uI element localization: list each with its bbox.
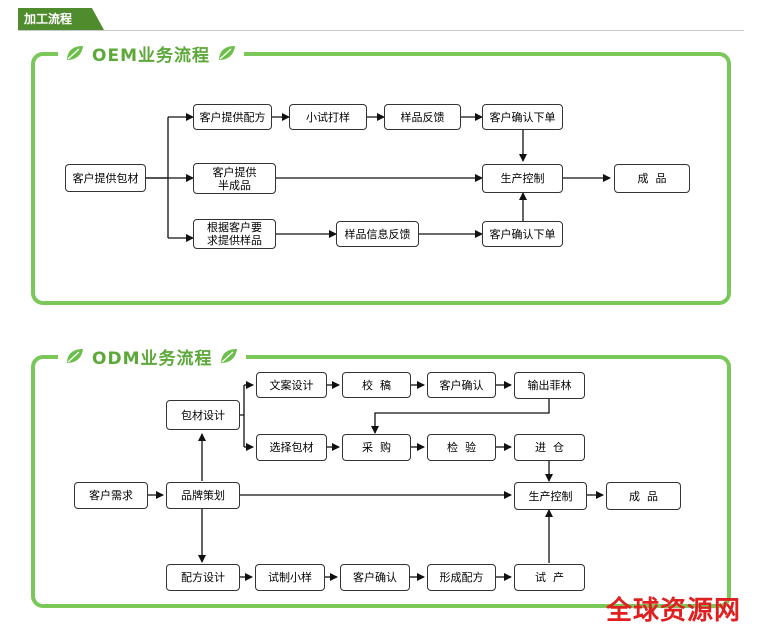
oem-title: OEM业务流程 bbox=[92, 45, 210, 66]
section-header-title: 加工流程 bbox=[24, 12, 73, 26]
node-inspect: 检 验 bbox=[427, 434, 496, 461]
node-output-film: 输出菲林 bbox=[514, 372, 585, 399]
node-customer-need: 客户需求 bbox=[74, 482, 148, 509]
node-customer-material: 客户提供包材 bbox=[65, 164, 146, 192]
node-brand-planning: 品牌策划 bbox=[166, 482, 240, 509]
node-purchase: 采 购 bbox=[342, 434, 411, 461]
node-sample-feedback: 样品反馈 bbox=[384, 104, 461, 130]
node-finished-product: 成 品 bbox=[614, 164, 690, 193]
section-header-tab: 加工流程 bbox=[18, 8, 104, 30]
node-confirm-order-top: 客户确认下单 bbox=[482, 104, 563, 130]
node-production-control: 生产控制 bbox=[514, 482, 587, 510]
node-copy-design: 文案设计 bbox=[256, 372, 327, 398]
leaf-icon bbox=[67, 46, 83, 60]
node-warehouse: 进 仓 bbox=[514, 434, 585, 461]
node-finished-product: 成 品 bbox=[606, 482, 681, 510]
odm-panel bbox=[31, 355, 731, 608]
oem-title-block: OEM业务流程 bbox=[58, 40, 244, 66]
node-confirm-order-bottom: 客户确认下单 bbox=[482, 221, 563, 247]
node-sample-info-feedback: 样品信息反馈 bbox=[336, 221, 419, 247]
odm-title: ODM业务流程 bbox=[92, 348, 213, 369]
node-customer-confirm-1: 客户确认 bbox=[427, 372, 496, 398]
leaf-icon bbox=[218, 46, 235, 60]
odm-title-block: ODM业务流程 bbox=[58, 343, 247, 369]
node-trial-production: 试 产 bbox=[514, 564, 585, 591]
watermark: 全球资源网 bbox=[606, 596, 742, 626]
odm-link-film-purchase bbox=[371, 399, 550, 434]
node-proofread: 校 稿 bbox=[342, 372, 411, 398]
node-small-sample: 小试打样 bbox=[289, 104, 367, 130]
node-semi-product: 客户提供 半成品 bbox=[193, 163, 276, 194]
node-choose-package: 选择包材 bbox=[256, 434, 327, 461]
leaf-icon bbox=[67, 349, 83, 363]
node-production-control: 生产控制 bbox=[482, 164, 563, 193]
node-customer-formula: 客户提供配方 bbox=[193, 104, 272, 130]
node-form-formula: 形成配方 bbox=[427, 564, 496, 591]
node-by-customer-sample: 根据客户要 求提供样品 bbox=[193, 219, 276, 249]
node-trial-sample: 试制小样 bbox=[255, 564, 325, 591]
header-divider bbox=[18, 30, 744, 31]
node-formula-design: 配方设计 bbox=[166, 564, 240, 591]
oem-panel bbox=[31, 52, 731, 305]
odm-link-package-branches bbox=[240, 385, 245, 447]
leaf-icon bbox=[221, 349, 238, 363]
node-package-design: 包材设计 bbox=[166, 400, 240, 430]
node-customer-confirm-2: 客户确认 bbox=[340, 564, 410, 591]
